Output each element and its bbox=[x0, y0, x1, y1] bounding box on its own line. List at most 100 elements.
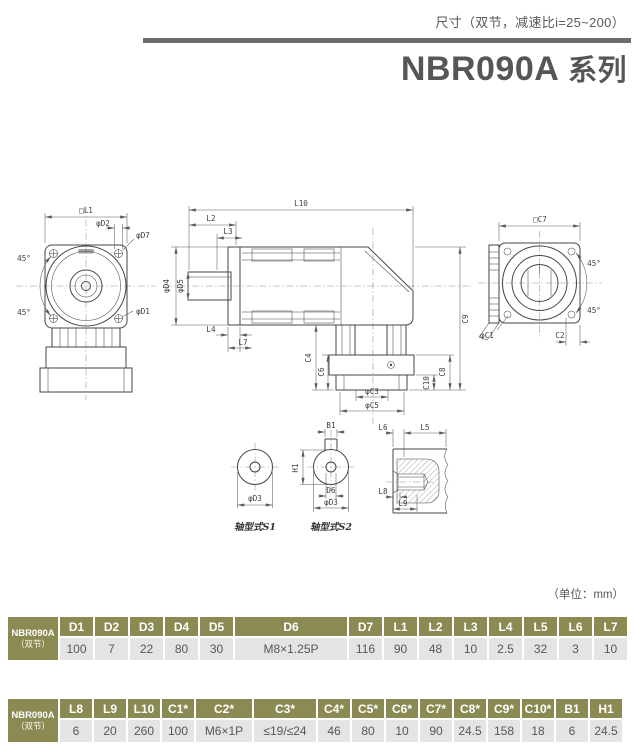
dim-label-c7: □C7 bbox=[533, 215, 547, 224]
value-cell: 24.5 bbox=[590, 720, 622, 742]
column-header: C5* bbox=[352, 699, 384, 718]
value-cell: M8×1.25P bbox=[235, 638, 347, 660]
dim-label-l9: L9 bbox=[398, 499, 408, 508]
value-cell: 90 bbox=[420, 720, 452, 742]
column-header: L4 bbox=[489, 617, 522, 636]
value-cell: 6 bbox=[556, 720, 588, 742]
title-series: 系列 bbox=[567, 55, 627, 87]
value-cell: ≤19/≤24 bbox=[254, 720, 316, 742]
dim-label-l2: L2 bbox=[206, 214, 215, 223]
value-cell: 6 bbox=[60, 720, 92, 742]
value-cell: 260 bbox=[128, 720, 160, 742]
column-header: L1 bbox=[384, 617, 417, 636]
dim-label-l10: L10 bbox=[294, 199, 308, 208]
title-model: NBR090A bbox=[400, 50, 559, 88]
angle-label-rear-top: 45° bbox=[587, 259, 601, 268]
angle-label-rear-bottom: 45° bbox=[587, 306, 601, 315]
value-cell: 100 bbox=[60, 638, 93, 660]
column-header: L10 bbox=[128, 699, 160, 718]
shaft-end-section-drawing: L6 L5 L8 L9 bbox=[378, 423, 449, 514]
value-cell: 80 bbox=[352, 720, 384, 742]
column-header: D2 bbox=[95, 617, 128, 636]
value-cell: 10 bbox=[594, 638, 627, 660]
brand-logo-mark bbox=[78, 249, 94, 254]
dim-label-d7: φD7 bbox=[136, 231, 150, 240]
column-header: C3* bbox=[254, 699, 316, 718]
dim-label-d2: φD2 bbox=[96, 219, 110, 228]
value-cell: 24.5 bbox=[454, 720, 486, 742]
column-header: C10* bbox=[522, 699, 554, 718]
header-rule bbox=[143, 38, 631, 43]
value-cell: 10 bbox=[386, 720, 418, 742]
shaft-type-s1-drawing: φD3 轴型式S1 bbox=[231, 443, 279, 533]
value-cell: 32 bbox=[524, 638, 557, 660]
dim-label-c10: C10 bbox=[422, 376, 431, 390]
column-header: C8* bbox=[454, 699, 486, 718]
dim-label-l3: L3 bbox=[223, 227, 232, 236]
shaft-s1-caption: 轴型式S1 bbox=[234, 521, 276, 533]
dim-label-l6: L6 bbox=[378, 423, 388, 432]
side-view-drawing: L10 L2 L3 φD4 φD5 L4 L7 C4 C6 C10 bbox=[162, 199, 472, 424]
value-cell: 80 bbox=[165, 638, 198, 660]
column-header: C2* bbox=[196, 699, 252, 718]
value-cell: 158 bbox=[488, 720, 520, 742]
dim-label-d5: φD5 bbox=[176, 279, 185, 293]
dim-label-s2-d3: φD3 bbox=[324, 498, 338, 507]
dim-label-b1: B1 bbox=[326, 421, 336, 430]
value-cell: 90 bbox=[384, 638, 417, 660]
column-header: C1* bbox=[162, 699, 194, 718]
column-header: L5 bbox=[524, 617, 557, 636]
column-header: L3 bbox=[454, 617, 487, 636]
column-header: L8 bbox=[60, 699, 92, 718]
angle-label-bottom: 45° bbox=[17, 308, 31, 317]
dim-label-l5: L5 bbox=[420, 423, 429, 432]
value-cell: M6×1P bbox=[196, 720, 252, 742]
column-header: L9 bbox=[94, 699, 126, 718]
column-header: H1 bbox=[590, 699, 622, 718]
column-header: B1 bbox=[556, 699, 588, 718]
column-header: C7* bbox=[420, 699, 452, 718]
unit-note: （单位：mm） bbox=[547, 589, 624, 601]
rear-view-drawing: □C7 45° 45° φC1 C2 bbox=[478, 215, 602, 346]
column-header: C4* bbox=[318, 699, 350, 718]
page-subtitle: 尺寸（双节，减速比i=25~200） bbox=[435, 15, 625, 30]
dim-label-l1: □L1 bbox=[79, 206, 93, 215]
dim-label-s1-d3: φD3 bbox=[248, 494, 262, 503]
value-cell: 116 bbox=[349, 638, 382, 660]
value-cell: 30 bbox=[200, 638, 233, 660]
shaft-type-s2-drawing: B1 H1 D6 φD3 轴型式S2 bbox=[291, 421, 355, 533]
value-cell: 22 bbox=[130, 638, 163, 660]
value-cell: 10 bbox=[454, 638, 487, 660]
column-header: D3 bbox=[130, 617, 163, 636]
value-cell: 2.5 bbox=[489, 638, 522, 660]
value-cell: 100 bbox=[162, 720, 194, 742]
dim-label-d6: D6 bbox=[326, 486, 336, 495]
dim-label-h1: H1 bbox=[291, 463, 300, 473]
value-cell: 20 bbox=[94, 720, 126, 742]
dim-label-l4: L4 bbox=[206, 325, 216, 334]
column-header: L7 bbox=[594, 617, 627, 636]
dim-label-l8: L8 bbox=[378, 487, 388, 496]
dim-label-c1: φC1 bbox=[480, 331, 494, 340]
table-row-label: NBR090A（双节） bbox=[8, 617, 58, 660]
dim-label-c9: C9 bbox=[461, 314, 470, 324]
column-header: C6* bbox=[386, 699, 418, 718]
shaft-s2-caption: 轴型式S2 bbox=[310, 521, 352, 533]
column-header: D1 bbox=[60, 617, 93, 636]
column-header: D7 bbox=[349, 617, 382, 636]
dim-label-d1: φD1 bbox=[136, 307, 150, 316]
value-cell: 46 bbox=[318, 720, 350, 742]
value-cell: 48 bbox=[419, 638, 452, 660]
column-header: L2 bbox=[419, 617, 452, 636]
column-header: D6 bbox=[235, 617, 347, 636]
dim-label-d4: φD4 bbox=[162, 279, 171, 293]
value-cell: 7 bbox=[95, 638, 128, 660]
column-header: L6 bbox=[559, 617, 592, 636]
value-cell: 3 bbox=[559, 638, 592, 660]
column-header: C9* bbox=[488, 699, 520, 718]
dim-label-l7: L7 bbox=[238, 338, 247, 347]
dim-label-c2: C2 bbox=[555, 331, 564, 340]
column-header: D5 bbox=[200, 617, 233, 636]
